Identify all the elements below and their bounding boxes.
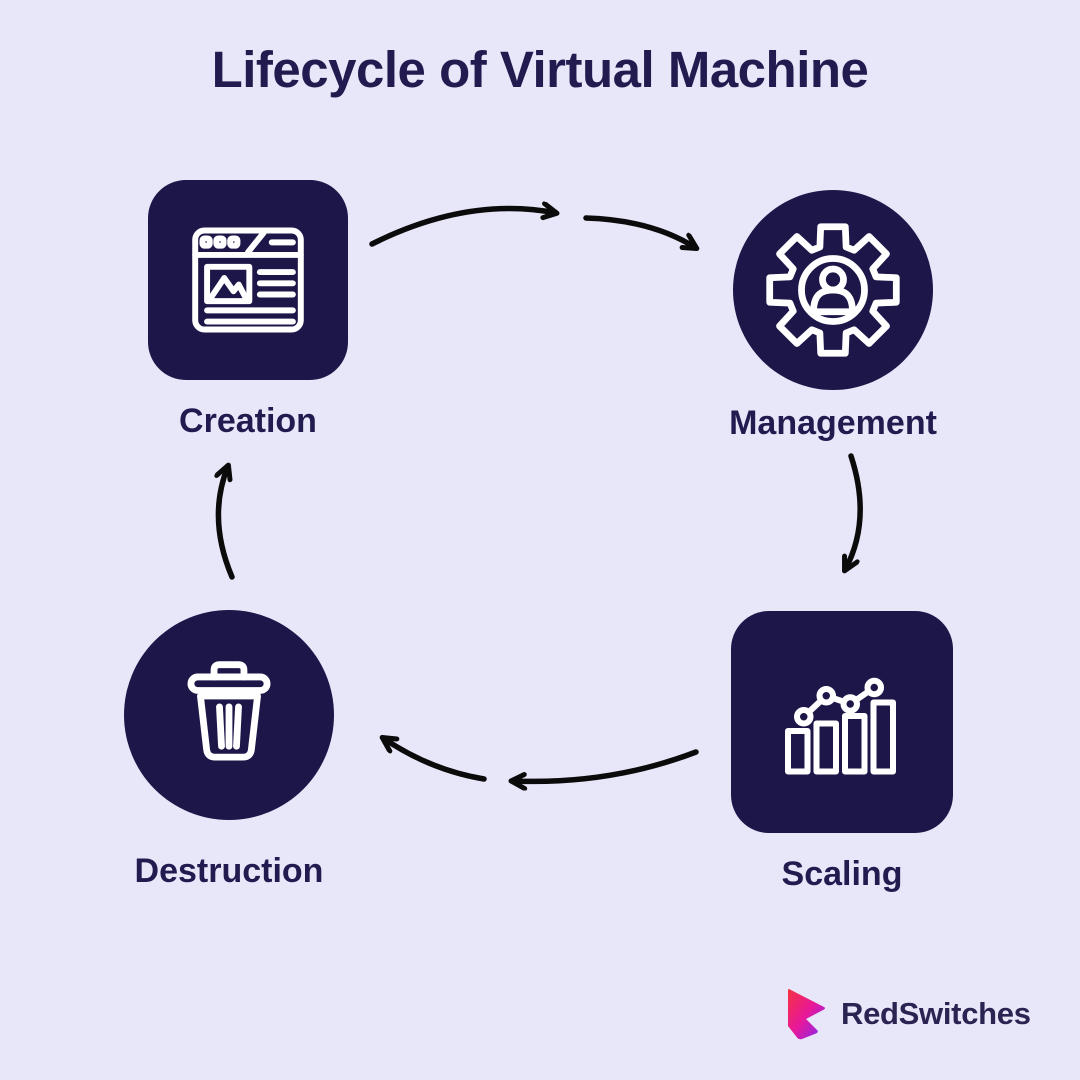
stage-scaling: Scaling (731, 611, 953, 894)
stage-creation: Creation (148, 180, 348, 441)
arrow-scaling-to-destruction-2 (383, 738, 487, 782)
arrow-creation-to-management-2 (583, 215, 696, 248)
redswitches-logo-icon (788, 988, 825, 1040)
arrow-destruction-to-creation (218, 466, 235, 580)
brand-name: RedSwitches (841, 996, 1031, 1031)
trash-can-icon (187, 661, 271, 761)
creation-shape (148, 180, 348, 380)
management-label: Management (729, 404, 937, 442)
stage-destruction: Destruction (124, 610, 334, 891)
gear-user-icon (766, 223, 900, 357)
destruction-label: Destruction (134, 852, 324, 890)
scaling-shape (731, 611, 953, 833)
arrow-scaling-to-destruction-1 (512, 749, 699, 781)
brand-lockup: RedSwitches (784, 986, 1031, 1042)
scaling-label: Scaling (781, 855, 903, 893)
arrow-management-to-scaling (845, 453, 863, 570)
arrow-creation-to-management-1 (369, 209, 556, 247)
bar-chart-growth-icon (785, 677, 896, 775)
browser-window-icon (192, 227, 304, 333)
management-shape (733, 190, 933, 390)
destruction-shape (124, 610, 334, 820)
creation-label: Creation (179, 402, 317, 440)
page-title: Lifecycle of Virtual Machine (211, 41, 869, 98)
stage-management: Management (729, 190, 937, 443)
